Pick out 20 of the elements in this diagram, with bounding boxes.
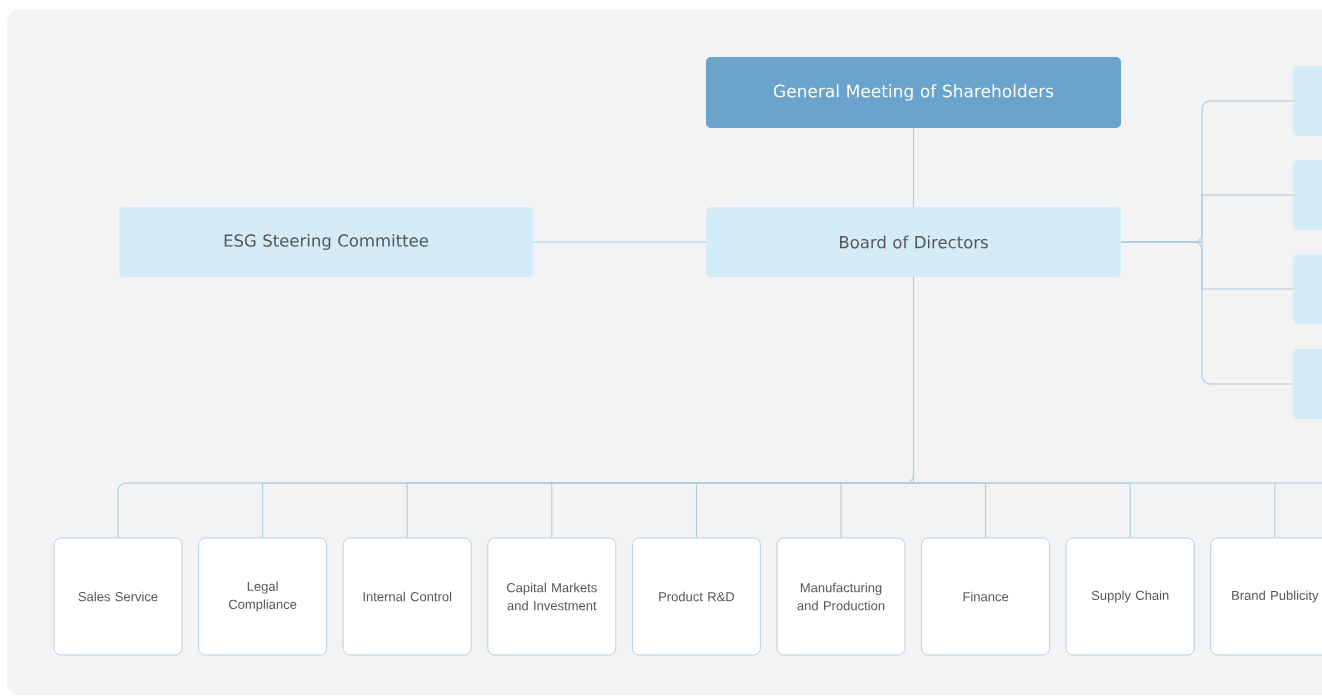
department-box: Internal Control: [342, 537, 472, 656]
empty-box: [1293, 66, 1322, 136]
connector-line: [1120, 241, 1294, 385]
empty-box: [1293, 254, 1322, 324]
connector-line: [913, 127, 914, 208]
empty-box: [1293, 160, 1322, 230]
department-box: Legal Compliance: [198, 537, 328, 656]
connector-line: [532, 241, 707, 243]
department-box: Supply Chain: [1065, 537, 1195, 656]
department-box: Brand Publicity: [1210, 537, 1322, 656]
empty-box: [1293, 349, 1322, 419]
committee-box: Board of Directors: [706, 207, 1121, 277]
department-box: Finance: [921, 537, 1051, 656]
department-box: Manufacturing and Production: [776, 537, 906, 656]
department-box: Capital Markets and Investment: [487, 537, 617, 656]
department-box: Product R&D: [631, 537, 761, 656]
department-box: Sales Service: [53, 537, 183, 656]
committee-box: ESG Steering Committee: [119, 207, 533, 277]
connector-line: [913, 276, 1276, 539]
top-box: General Meeting of Shareholders: [706, 57, 1121, 128]
